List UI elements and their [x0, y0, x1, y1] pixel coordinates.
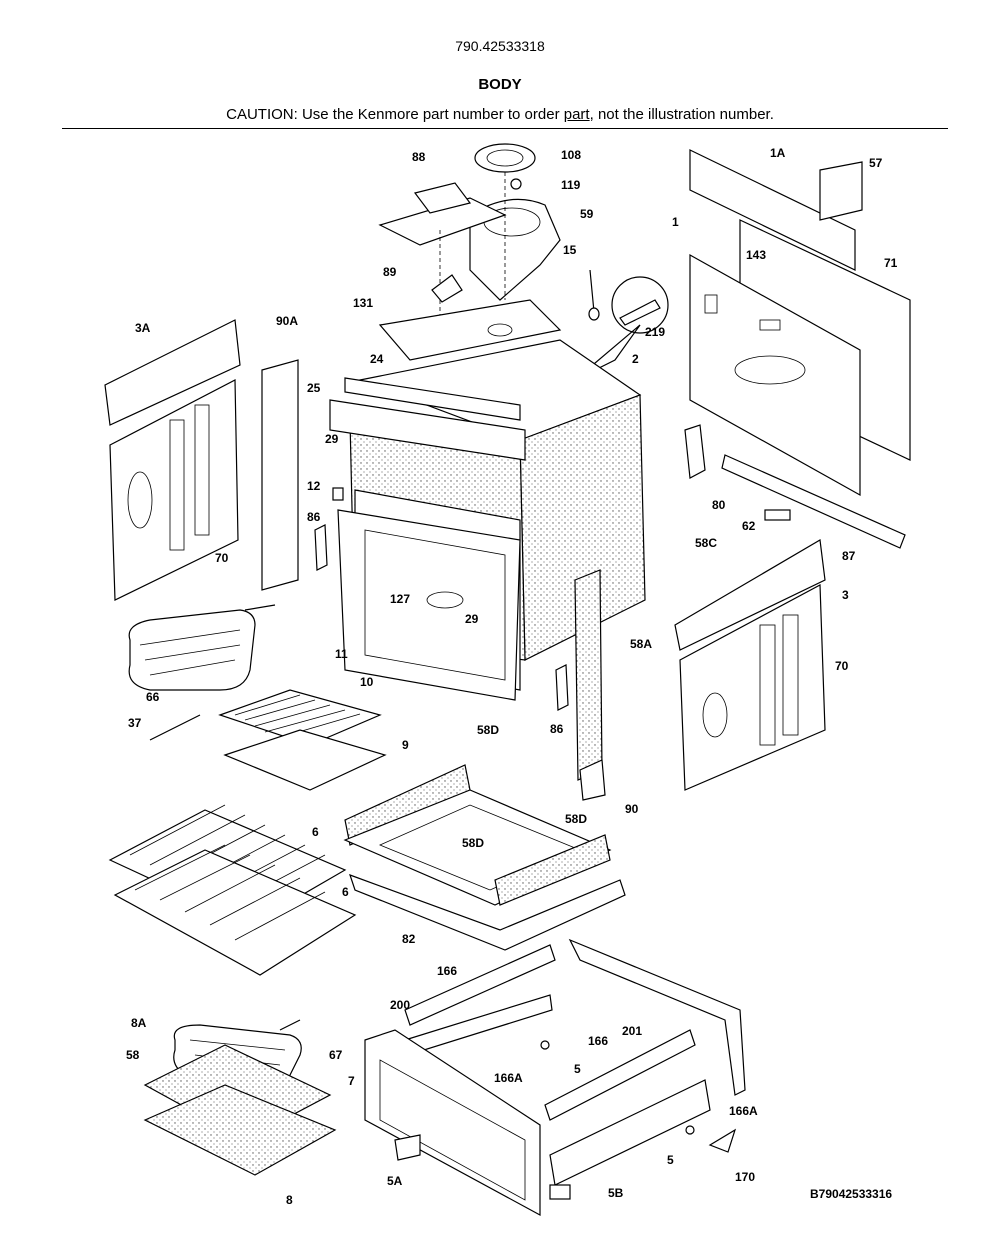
part-label-90: 90 [625, 802, 639, 816]
thermostat-parts [431, 269, 669, 381]
part-label-58D-right: 58D [565, 812, 588, 826]
part-label-58C: 58C [695, 536, 718, 550]
part-label-7: 7 [348, 1074, 355, 1088]
part-label-58A: 58A [630, 637, 653, 651]
oven-racks [108, 804, 357, 976]
part-label-1: 1 [672, 215, 679, 229]
section-title: BODY [478, 76, 522, 93]
caution-part-link[interactable]: part [563, 106, 590, 123]
blower-assembly [378, 143, 561, 330]
oven-body [329, 339, 646, 701]
part-label-58: 58 [126, 1048, 140, 1062]
part-label-80: 80 [712, 498, 726, 512]
part-label-5B: 5B [608, 1186, 624, 1200]
caution-note: CAUTION: Use the Kenmore part number to … [0, 106, 1000, 123]
part-label-58D-center: 58D [462, 836, 485, 850]
right-side-panel [674, 539, 826, 791]
part-label-24: 24 [370, 352, 384, 366]
drawer-assembly [364, 938, 746, 1217]
part-label-170: 170 [735, 1170, 756, 1184]
part-label-67: 67 [329, 1048, 343, 1062]
part-label-2: 2 [632, 352, 639, 366]
part-label-127: 127 [390, 592, 411, 606]
part-label-9: 9 [402, 738, 409, 752]
part-label-29: 29 [325, 432, 339, 446]
part-label-119: 119 [561, 178, 581, 192]
part-label-37: 37 [128, 716, 142, 730]
top-plate [378, 299, 562, 361]
part-label-143: 143 [746, 248, 767, 262]
part-label-1A: 1A [770, 146, 786, 160]
part-label-6-lower: 6 [342, 885, 349, 899]
part-label-108: 108 [561, 148, 582, 162]
part-label-57: 57 [869, 156, 883, 170]
part-label-90A: 90A [276, 314, 299, 328]
broil-element [128, 604, 276, 741]
part-label-58D-top: 58D [477, 723, 500, 737]
part-label-8: 8 [286, 1193, 293, 1207]
part-label-5-center: 5 [574, 1062, 581, 1076]
part-label-88: 88 [412, 150, 426, 164]
header-divider [62, 128, 948, 129]
part-label-10: 10 [360, 675, 374, 689]
part-label-25: 25 [307, 381, 321, 395]
diagram-code: B79042533316 [810, 1187, 893, 1201]
part-label-6-upper: 6 [312, 825, 319, 839]
part-label-70-right: 70 [835, 659, 849, 673]
left-side-panel [104, 319, 344, 601]
part-label-3: 3 [842, 588, 849, 602]
part-label-5A: 5A [387, 1174, 403, 1188]
part-label-8A: 8A [131, 1016, 147, 1030]
part-label-82: 82 [402, 932, 416, 946]
part-label-12: 12 [307, 479, 321, 493]
bake-element-and-plates [143, 1019, 337, 1176]
part-label-29-door: 29 [465, 612, 479, 626]
part-label-62: 62 [742, 519, 756, 533]
part-label-59: 59 [580, 207, 594, 221]
part-label-89: 89 [383, 265, 397, 279]
part-label-131: 131 [353, 296, 374, 310]
part-label-71: 71 [884, 256, 898, 270]
part-label-15: 15 [563, 243, 577, 257]
part-label-11: 11 [335, 647, 348, 661]
broiler-pan [218, 689, 387, 791]
part-label-166-mid: 166 [588, 1034, 609, 1048]
bottom-frame [343, 764, 626, 951]
part-label-3A: 3A [135, 321, 151, 335]
part-label-66: 66 [146, 690, 160, 704]
part-label-86-lower: 86 [550, 722, 564, 736]
model-number: 790.42533318 [455, 38, 545, 54]
part-label-70-left: 70 [215, 551, 229, 565]
insulation-strip [574, 569, 603, 781]
part-label-166A-left: 166A [494, 1071, 523, 1085]
part-label-166-top: 166 [437, 964, 458, 978]
part-label-5-right: 5 [667, 1153, 674, 1167]
part-label-86: 86 [307, 510, 321, 524]
part-label-219: 219 [645, 325, 666, 339]
caution-prefix: CAUTION: Use the Kenmore part number to … [226, 106, 564, 123]
part-label-87: 87 [842, 549, 856, 563]
caution-suffix: , not the illustration number. [589, 106, 774, 123]
part-label-201: 201 [622, 1024, 643, 1038]
rear-panels [684, 149, 911, 549]
part-label-166A-right: 166A [729, 1104, 758, 1118]
part-label-200: 200 [390, 998, 411, 1012]
